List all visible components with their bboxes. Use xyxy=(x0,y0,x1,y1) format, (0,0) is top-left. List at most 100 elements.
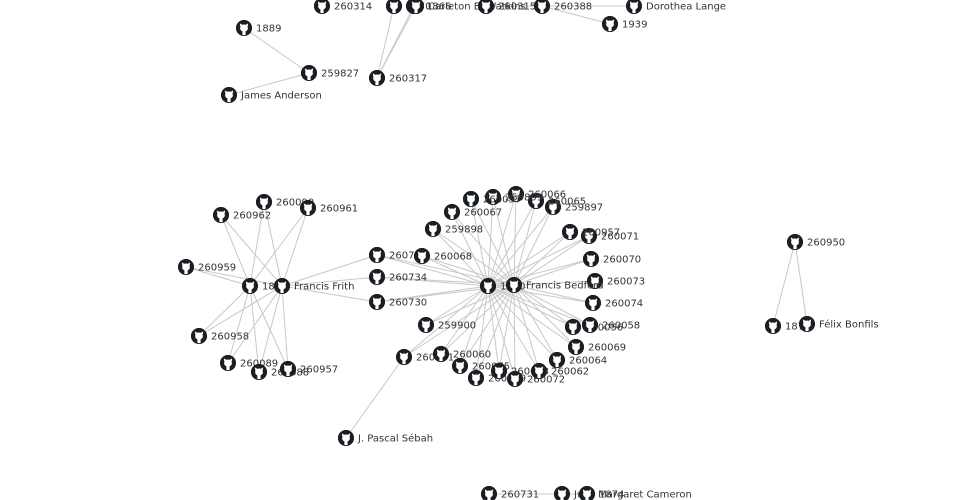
graph-node-n260058[interactable]: 260058 xyxy=(582,316,640,333)
graph-node-n260317[interactable]: 260317 xyxy=(368,70,427,87)
node-label: 260071 xyxy=(601,232,639,243)
graph-node-n260073[interactable]: 260073 xyxy=(587,272,645,289)
graph-node-n260730[interactable]: 260730 xyxy=(368,293,427,310)
node-label: 260734 xyxy=(389,273,427,284)
edge-n260068-n1870b xyxy=(421,255,489,287)
edge-n260061-n1870b xyxy=(403,285,489,358)
graph-node-n260075[interactable]: 260075 xyxy=(451,357,510,374)
github-icon xyxy=(386,0,402,14)
graph-node-n260072[interactable]: 260072 xyxy=(506,370,565,387)
github-icon xyxy=(190,327,207,344)
node-label: 1866 xyxy=(426,2,451,13)
graph-node-nAnderson[interactable]: James Anderson xyxy=(220,87,322,104)
graph-node-n260957a[interactable]: 260957 xyxy=(279,360,338,377)
graph-node-n259897[interactable]: 259897 xyxy=(545,198,603,215)
node-label: 260064 xyxy=(569,356,607,367)
github-icon xyxy=(505,276,522,293)
node-label: 260388 xyxy=(554,2,592,13)
graph-node-n260388[interactable]: 260388 xyxy=(534,0,592,14)
graph-node-n259898[interactable]: 259898 xyxy=(424,220,483,237)
edge-n260057-nBedford xyxy=(470,198,515,286)
graph-node-n260731[interactable]: 260731 xyxy=(481,486,539,500)
edge-n260075-nBedford xyxy=(459,284,515,367)
graph-node-nBedford[interactable]: Francis Bedford xyxy=(505,276,604,293)
node-label: 260070 xyxy=(603,255,641,266)
graph-node-n1872[interactable]: 1872 xyxy=(765,317,810,334)
edge-n259897-nBedford xyxy=(513,206,554,286)
graph-node-n260068[interactable]: 260068 xyxy=(413,247,472,264)
edge-n260058-n1870b xyxy=(487,285,591,326)
graph-node-n259900[interactable]: 259900 xyxy=(417,316,476,333)
github-icon xyxy=(368,70,385,87)
github-icon xyxy=(279,360,296,377)
node-label: 260730 xyxy=(389,298,427,309)
graph-node-nBonfils[interactable]: Félix Bonfils xyxy=(799,315,879,332)
graph-node-n1889[interactable]: 1889 xyxy=(235,19,281,36)
graph-node-n260063[interactable]: 260063 xyxy=(490,362,549,379)
edge-n260072-nBedford xyxy=(513,284,516,380)
graph-node-n259899[interactable]: 259899 xyxy=(484,188,543,205)
edge-n260075-n1870b xyxy=(459,285,489,367)
node-label: 260962 xyxy=(233,211,271,222)
graph-node-n260733[interactable]: 260733 xyxy=(368,246,427,263)
node-label: 259898 xyxy=(445,225,483,236)
edge-n260957b-nBedford xyxy=(513,231,571,286)
graph-node-n260060[interactable]: 260060 xyxy=(432,345,491,362)
edge-n260957a-n1859 xyxy=(249,285,289,370)
edge-n260060-nBedford xyxy=(440,284,515,355)
graph-node-n260066[interactable]: 260066 xyxy=(507,185,566,202)
edge-n260962-nFrith xyxy=(220,214,283,287)
graph-node-nSebah[interactable]: J. Pascal Sébah xyxy=(337,429,433,446)
github-icon xyxy=(799,315,816,332)
graph-node-n260074[interactable]: 260074 xyxy=(585,294,643,311)
node-label: 260957 xyxy=(582,228,620,239)
graph-node-n260062[interactable]: 260062 xyxy=(531,362,589,379)
graph-node-n260734[interactable]: 260734 xyxy=(368,268,427,285)
graph-node-n260959[interactable]: 260959 xyxy=(177,258,236,275)
graph-node-n260064[interactable]: 260064 xyxy=(549,351,607,368)
edge-n259899-nBedford xyxy=(492,196,515,286)
graph-node-n1939[interactable]: 1939 xyxy=(602,15,647,32)
node-label: 260958 xyxy=(211,332,249,343)
github-icon xyxy=(602,15,619,32)
node-label: 1939 xyxy=(622,20,647,31)
github-icon xyxy=(413,247,430,264)
graph-node-n260056[interactable]: 260056 xyxy=(565,318,623,335)
graph-node-n260070[interactable]: 260070 xyxy=(583,250,641,267)
node-label: 260058 xyxy=(602,321,640,332)
graph-node-n260089[interactable]: 260089 xyxy=(219,354,278,371)
github-icon xyxy=(481,486,497,500)
graph-node-n260961[interactable]: 260961 xyxy=(299,199,358,216)
graph-node-nLange[interactable]: Dorothea Lange xyxy=(626,0,726,14)
graph-node-n260065[interactable]: 260065 xyxy=(528,192,586,209)
graph-node-n260957b[interactable]: 260957 xyxy=(562,223,620,240)
github-icon xyxy=(250,363,267,380)
github-icon xyxy=(220,87,237,104)
github-icon xyxy=(765,317,782,334)
graph-node-nCarleton[interactable]: Carleton E. Watkins xyxy=(408,0,526,14)
graph-node-n260069[interactable]: 260069 xyxy=(568,338,626,355)
graph-node-n260962[interactable]: 260962 xyxy=(212,206,271,223)
edge-n259898-n1870b xyxy=(432,228,489,287)
graph-node-n260067[interactable]: 260067 xyxy=(443,203,502,220)
github-icon xyxy=(462,190,479,207)
graph-node-n260071[interactable]: 260071 xyxy=(581,227,639,244)
github-icon xyxy=(241,277,258,294)
github-icon xyxy=(506,370,523,387)
edge-n260730-n1870b xyxy=(376,285,489,303)
graph-node-n260090[interactable]: 260090 xyxy=(255,193,314,210)
github-icon xyxy=(507,185,524,202)
graph-node-n260315[interactable]: 260315 xyxy=(478,0,536,14)
graph-node-n260314[interactable]: 260314 xyxy=(314,0,372,14)
graph-node-n260057[interactable]: 260057 xyxy=(462,190,521,207)
graph-node-nFrith[interactable]: Francis Frith xyxy=(273,277,354,294)
graph-node-nCameron[interactable]: Julia Margaret Cameron xyxy=(554,486,692,500)
github-icon xyxy=(479,277,496,294)
graph-node-n260958[interactable]: 260958 xyxy=(190,327,249,344)
edge-n260959-nFrith xyxy=(185,266,283,287)
graph-node-n1874[interactable]: 1874 xyxy=(579,486,624,500)
edge-n260062-n1870b xyxy=(487,285,540,372)
edge-n260388-n1939 xyxy=(541,5,611,25)
graph-node-n260950[interactable]: 260950 xyxy=(787,233,845,250)
graph-node-n259827[interactable]: 259827 xyxy=(300,65,359,82)
